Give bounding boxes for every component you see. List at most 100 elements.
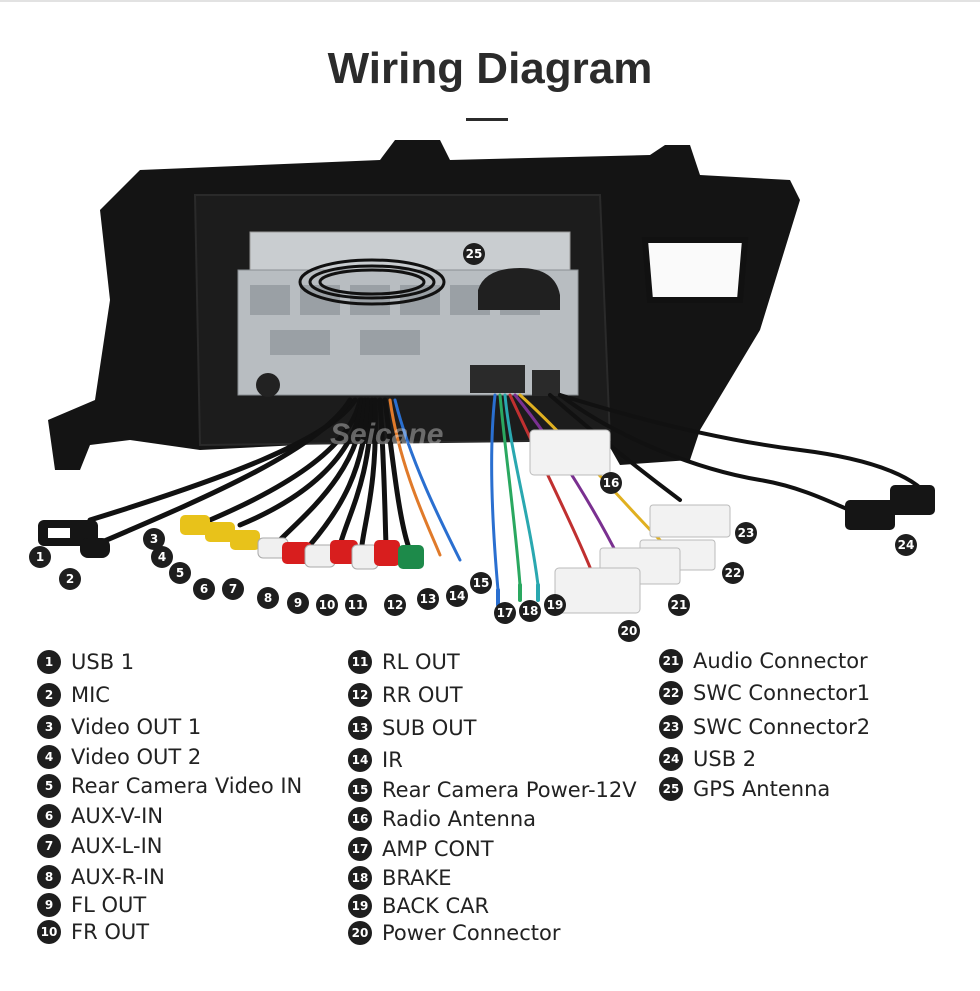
legend-num: 21	[659, 649, 683, 673]
legend-label: Video OUT 2	[71, 745, 202, 769]
legend-item-3: 3 Video OUT 1	[37, 712, 201, 742]
head-unit-photo	[38, 140, 935, 614]
legend-item-24: 24 USB 2	[659, 744, 756, 774]
callout-20: 20	[618, 620, 640, 642]
legend-label: GPS Antenna	[693, 777, 831, 801]
rca-plugs	[180, 515, 424, 570]
legend-item-6: 6 AUX-V-IN	[37, 801, 163, 831]
callout-15: 15	[470, 572, 492, 594]
legend-label: Radio Antenna	[382, 807, 537, 831]
legend-num: 10	[37, 920, 61, 944]
legend-item-14: 14 IR	[348, 745, 403, 775]
legend-label: Rear Camera Video IN	[71, 774, 303, 798]
radio-antenna-connector	[529, 429, 611, 476]
legend-num: 7	[37, 834, 61, 858]
legend-num: 6	[37, 804, 61, 828]
legend-label: AUX-V-IN	[71, 804, 164, 828]
legend-item-12: 12 RR OUT	[348, 680, 463, 710]
legend-label: AUX-L-IN	[71, 834, 163, 858]
legend-item-17: 17 AMP CONT	[348, 834, 494, 864]
legend-num: 5	[37, 774, 61, 798]
side-vent	[641, 237, 749, 303]
callout-23: 23	[735, 522, 757, 544]
gps-antenna-puck	[478, 268, 560, 310]
legend-label: RR OUT	[382, 683, 463, 707]
legend-label: AUX-R-IN	[71, 865, 165, 889]
legend-label: MIC	[71, 683, 110, 707]
legend-num: 24	[659, 747, 683, 771]
legend-item-2: 2 MIC	[37, 680, 110, 710]
legend-label: IR	[382, 748, 403, 772]
legend-num: 22	[659, 681, 683, 705]
callout-4: 4	[151, 546, 173, 568]
legend-item-19: 19 BACK CAR	[348, 891, 489, 921]
legend-item-25: 25 GPS Antenna	[659, 774, 830, 804]
power-connector	[554, 567, 641, 614]
callout-18: 18	[519, 600, 541, 622]
mic-jack	[80, 538, 110, 558]
legend-num: 15	[348, 778, 372, 802]
legend-item-11: 11 RL OUT	[348, 647, 460, 677]
legend-num: 25	[659, 777, 683, 801]
legend-label: BRAKE	[382, 866, 452, 890]
legend-num: 17	[348, 837, 372, 861]
legend-item-23: 23 SWC Connector2	[659, 712, 870, 742]
callout-1: 1	[29, 546, 51, 568]
callout-19: 19	[544, 594, 566, 616]
swc-connector2	[649, 504, 731, 538]
legend-label: USB 2	[693, 747, 757, 771]
legend-num: 14	[348, 748, 372, 772]
legend-num: 9	[37, 893, 61, 917]
brand-watermark: Seicane	[330, 418, 444, 451]
callout-12: 12	[384, 594, 406, 616]
usb2-plug-a	[845, 500, 895, 530]
legend-label: Power Connector	[382, 921, 561, 945]
legend-num: 11	[348, 650, 372, 674]
legend-item-10: 10 FR OUT	[37, 917, 149, 947]
callout-17: 17	[494, 602, 516, 624]
legend-item-8: 8 AUX-R-IN	[37, 862, 165, 892]
legend-num: 23	[659, 715, 683, 739]
legend-label: SUB OUT	[382, 716, 477, 740]
legend-item-15: 15 Rear Camera Power-12V	[348, 775, 637, 805]
legend-num: 12	[348, 683, 372, 707]
legend-num: 2	[37, 683, 61, 707]
callout-6: 6	[193, 578, 215, 600]
legend-item-13: 13 SUB OUT	[348, 713, 477, 743]
legend-item-9: 9 FL OUT	[37, 890, 146, 920]
legend-num: 8	[37, 865, 61, 889]
legend-label: USB 1	[71, 650, 135, 674]
legend-item-22: 22 SWC Connector1	[659, 678, 870, 708]
title-underline	[466, 118, 508, 121]
legend-item-5: 5 Rear Camera Video IN	[37, 771, 302, 801]
legend-item-18: 18 BRAKE	[348, 863, 452, 893]
callout-21: 21	[668, 594, 690, 616]
legend-label: Audio Connector	[693, 649, 868, 673]
callout-5: 5	[169, 562, 191, 584]
legend-label: FL OUT	[71, 893, 147, 917]
legend-label: FR OUT	[71, 920, 150, 944]
callout-25: 25	[463, 243, 485, 265]
legend-item-20: 20 Power Connector	[348, 918, 560, 948]
callout-24: 24	[895, 534, 917, 556]
callout-13: 13	[417, 588, 439, 610]
legend-label: RL OUT	[382, 650, 460, 674]
callout-10: 10	[316, 594, 338, 616]
callout-8: 8	[257, 587, 279, 609]
legend-num: 13	[348, 716, 372, 740]
callout-7: 7	[222, 578, 244, 600]
page-title: Wiring Diagram	[327, 44, 653, 93]
callout-9: 9	[287, 592, 309, 614]
legend-num: 1	[37, 650, 61, 674]
callout-22: 22	[722, 562, 744, 584]
top-divider	[0, 0, 980, 2]
legend-label: SWC Connector2	[693, 715, 871, 739]
callout-2: 2	[59, 568, 81, 590]
legend-item-16: 16 Radio Antenna	[348, 804, 536, 834]
legend-num: 20	[348, 921, 372, 945]
legend-num: 3	[37, 715, 61, 739]
legend-label: BACK CAR	[382, 894, 490, 918]
callout-3: 3	[143, 528, 165, 550]
legend-num: 16	[348, 807, 372, 831]
legend-label: AMP CONT	[382, 837, 494, 861]
